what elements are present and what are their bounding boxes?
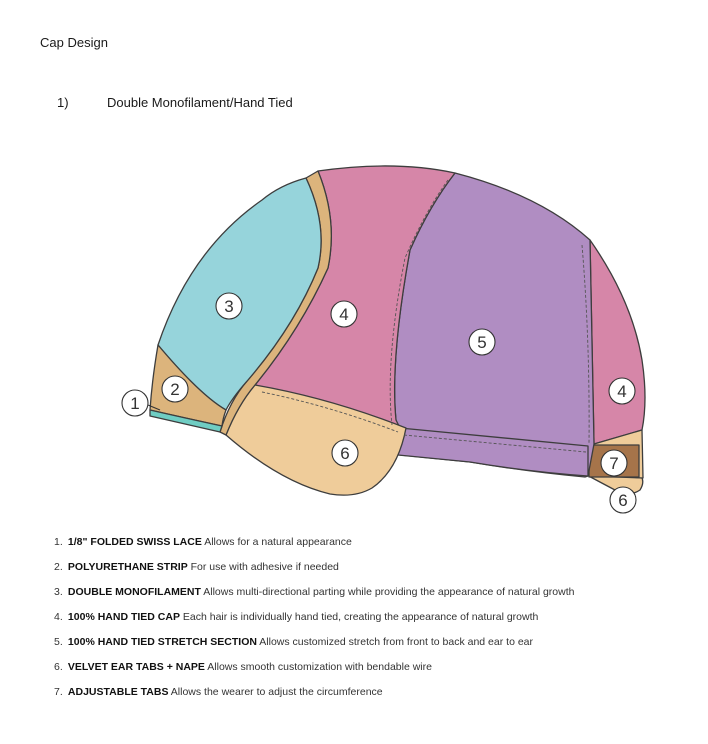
legend-item: 3. DOUBLE MONOFILAMENT Allows multi-dire… — [54, 586, 575, 598]
stitch-line-band — [403, 434, 587, 453]
callout-7-circle — [600, 449, 628, 477]
legend-item: 4. 100% HAND TIED CAP Each hair is indiv… — [54, 611, 539, 623]
callout-4-circle — [330, 300, 358, 328]
callout-4-front: 4 — [339, 305, 348, 324]
legend-item: 2. POLYURETHANE STRIP For use with adhes… — [54, 561, 339, 573]
region-lace — [149, 409, 223, 433]
callout-1: 1 — [130, 394, 139, 413]
callout-4b-circle — [608, 377, 636, 405]
callout-6-front: 6 — [340, 444, 349, 463]
callout-7: 7 — [609, 454, 618, 473]
callout-5-circle — [468, 328, 496, 356]
callout-6b-circle — [609, 486, 637, 514]
callout-6-circle — [331, 439, 359, 467]
region-stretch-band — [397, 427, 589, 477]
callout-3-circle — [215, 292, 243, 320]
legend-item: 7. ADJUSTABLE TABS Allows the wearer to … — [54, 686, 383, 698]
stitch-line-tab — [261, 391, 399, 433]
callout-2: 2 — [170, 380, 179, 399]
legend-item: 5. 100% HAND TIED STRETCH SECTION Allows… — [54, 636, 533, 648]
callout-4-back: 4 — [617, 382, 626, 401]
legend-item: 6. VELVET EAR TABS + NAPE Allows smooth … — [54, 661, 432, 673]
section-title: Double Monofilament/Hand Tied — [107, 95, 293, 110]
section-number: 1) — [57, 95, 69, 110]
cap-diagram: 1 2 3 4 5 4 6 7 6 — [121, 165, 646, 514]
callout-3: 3 — [224, 297, 233, 316]
callout-5: 5 — [477, 333, 486, 352]
callout-6-back: 6 — [618, 491, 627, 510]
legend-item: 1. 1/8" FOLDED SWISS LACE Allows for a n… — [54, 536, 352, 548]
stitch-line-front — [389, 179, 449, 426]
callout-2-circle — [161, 375, 189, 403]
document-title: Cap Design — [40, 35, 108, 50]
region-hand-tied-back — [589, 239, 646, 445]
stitch-line-back — [581, 244, 590, 445]
legend-list: 1. 1/8" FOLDED SWISS LACE Allows for a n… — [54, 534, 574, 709]
callout-1-circle — [121, 389, 149, 417]
